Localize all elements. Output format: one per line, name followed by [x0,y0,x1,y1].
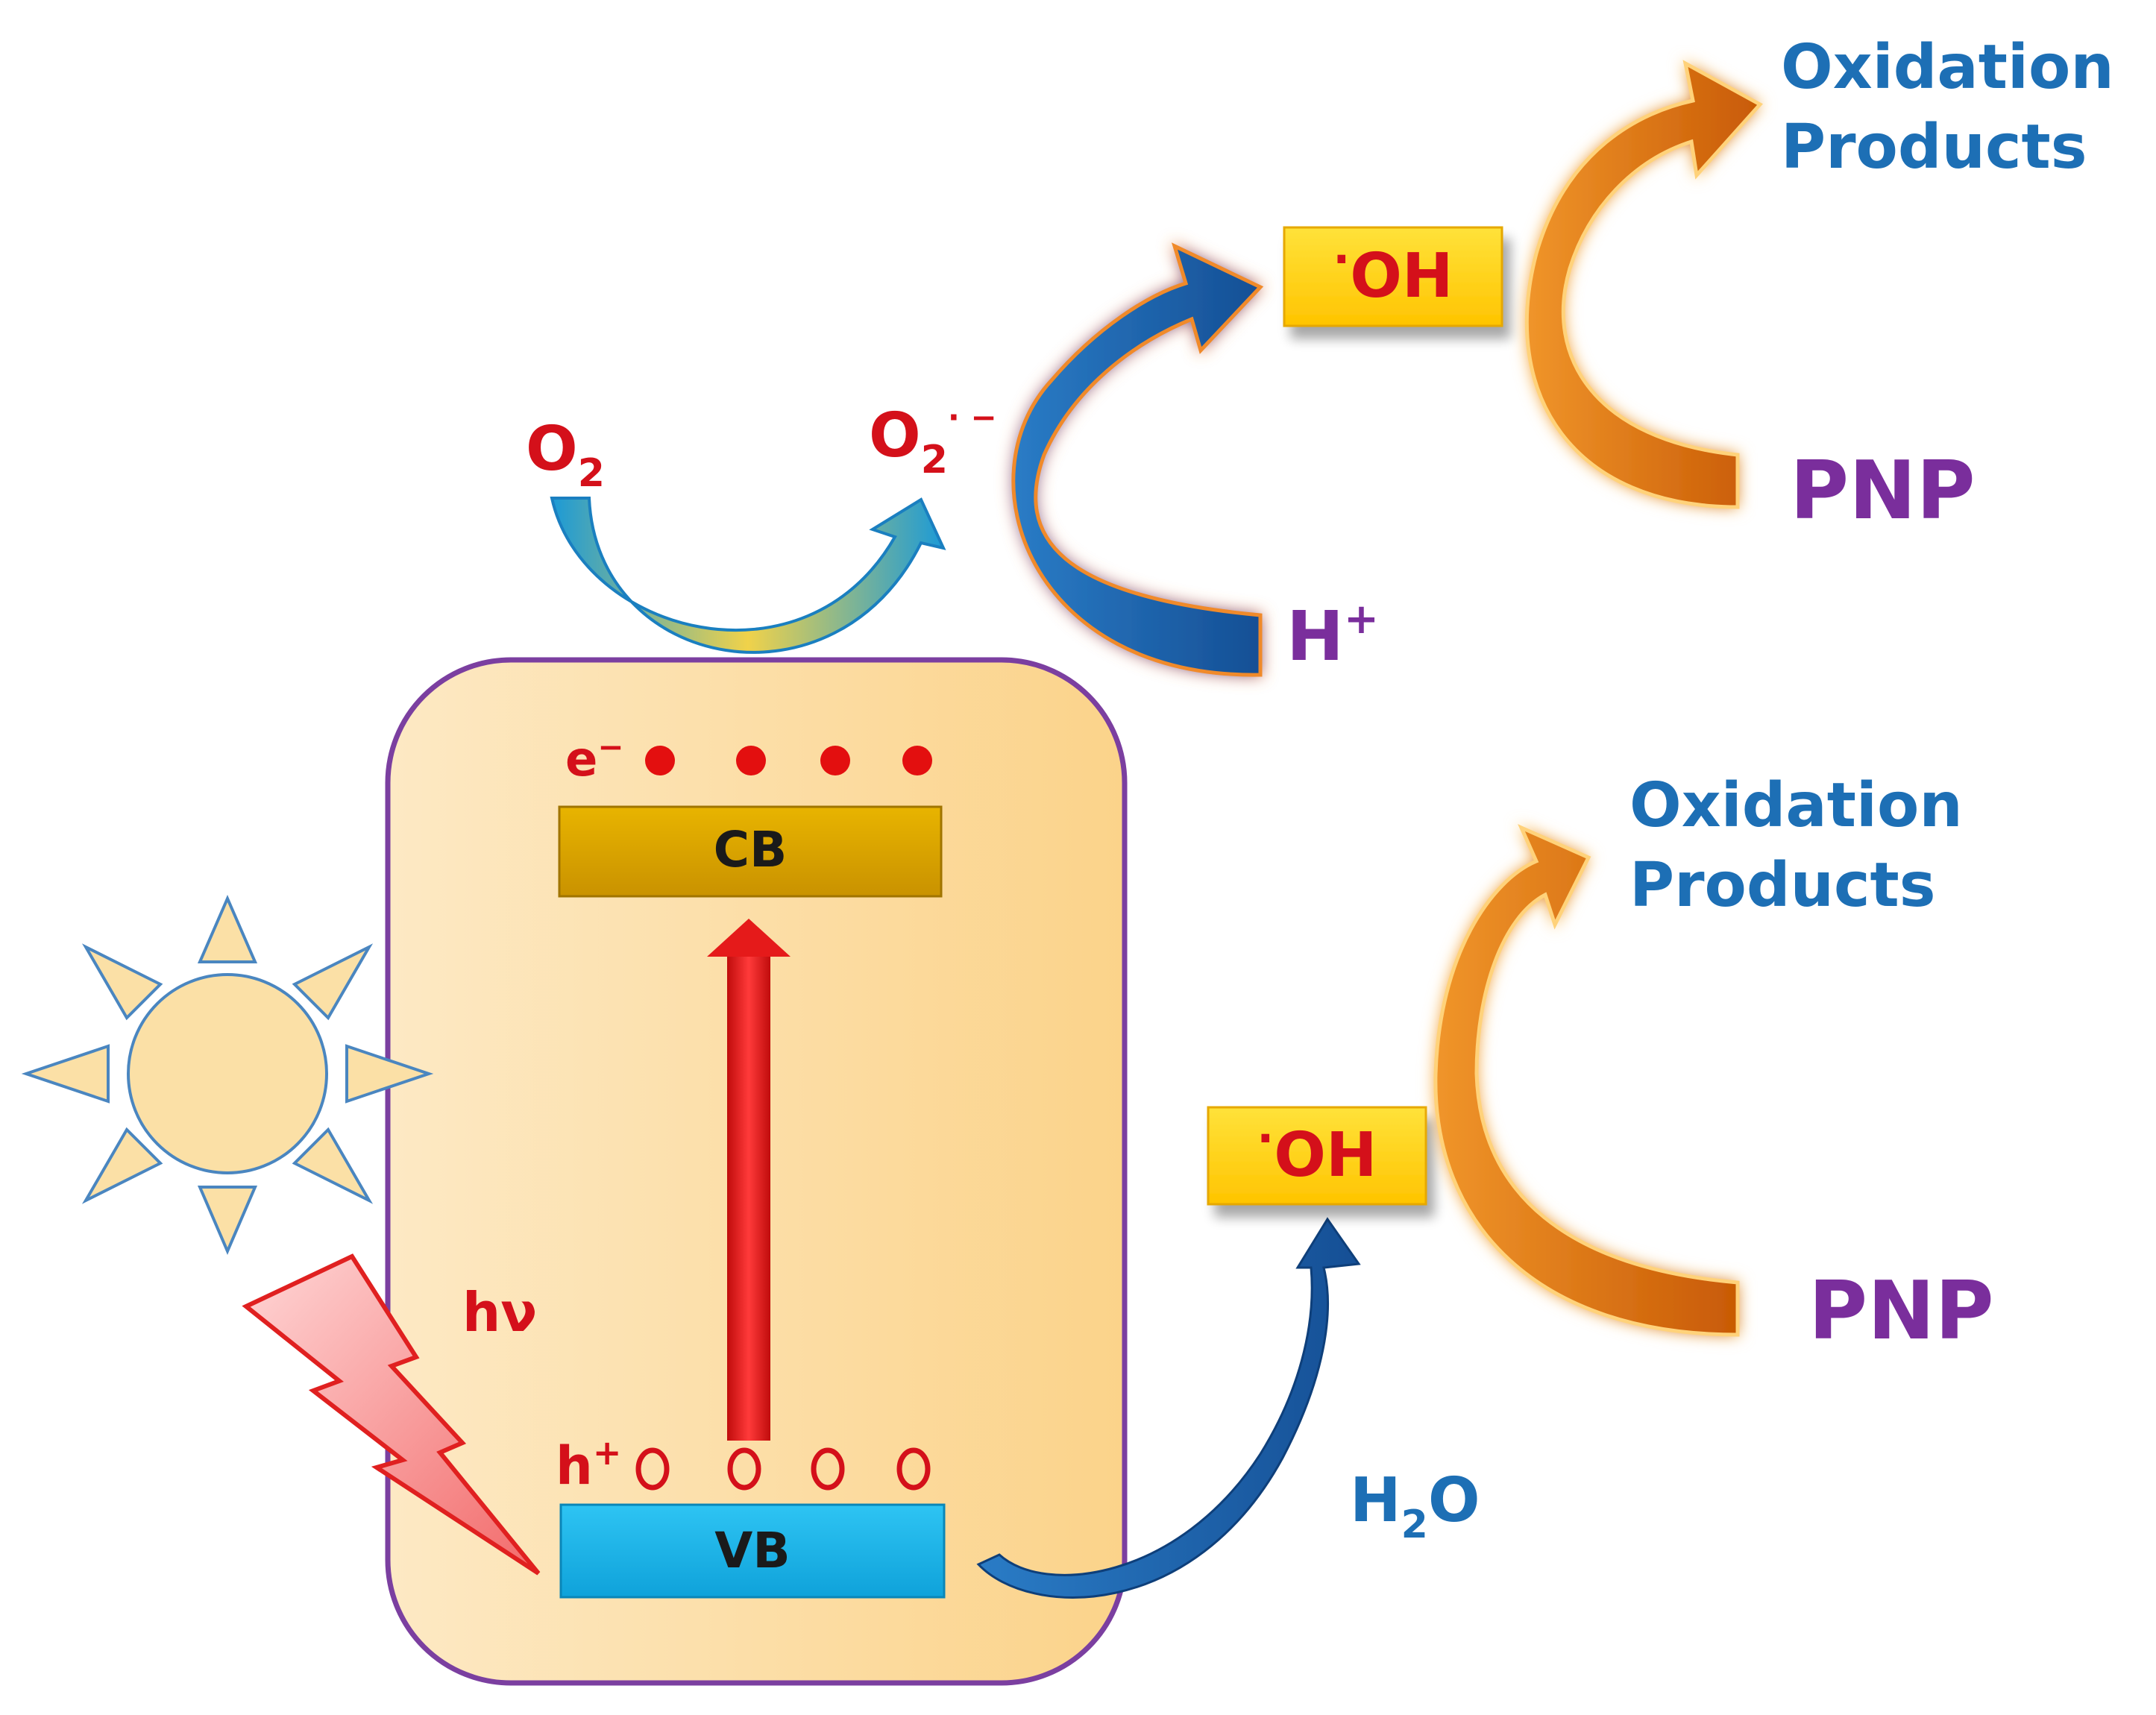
hole-label: h+ [556,1432,621,1497]
oxidation-products-label-bottom-line1: Oxidation [1629,770,1963,841]
hole-circle [727,1447,761,1491]
hole-circle [896,1447,931,1491]
hydroxyl-radical-label-bottom: ·OH [1257,1113,1377,1191]
lightning-bolt-icon [242,1253,541,1576]
pnp-label-top: PNP [1790,444,1976,538]
valence-band-bar [559,1503,946,1599]
valence-band-label: VB [714,1522,790,1579]
oxidation-products-label-top-line1: Oxidation [1781,32,2114,103]
electron-dot [902,746,932,775]
conduction-band-label: CB [714,821,788,878]
electron-dot [736,746,766,775]
excitation-arrow [707,919,791,1441]
hydroxyl-radical-box-top [1283,226,1503,327]
water-oxidation-arrow [976,1217,1361,1599]
electron-dot [645,746,675,775]
superoxide-label: O2· − [869,399,997,482]
hole-circle [635,1447,670,1491]
electron-label: e− [565,729,624,787]
oxygen-label: O2 [526,414,605,496]
pnp-oxidation-arrow-bottom [1433,824,1740,1337]
electron-dot [820,746,850,775]
sun-icon [21,894,434,1256]
proton-label: H+ [1286,595,1379,676]
water-label: H2O [1350,1465,1480,1547]
superoxide-to-hydroxyl-arrow [1011,242,1264,677]
hydroxyl-radical-box-bottom [1207,1106,1427,1206]
hydroxyl-radical-label-top: ·OH [1333,233,1453,312]
photon-energy-label: hν [462,1281,537,1344]
hole-circle [811,1447,845,1491]
conduction-band-bar [558,805,943,898]
pnp-oxidation-arrow-top [1524,60,1763,509]
oxygen-reduction-arrow [550,497,946,654]
oxidation-products-label-top-line2: Products [1781,112,2087,183]
oxidation-products-label-bottom-line2: Products [1629,850,1936,921]
pnp-label-bottom: PNP [1808,1265,1994,1358]
